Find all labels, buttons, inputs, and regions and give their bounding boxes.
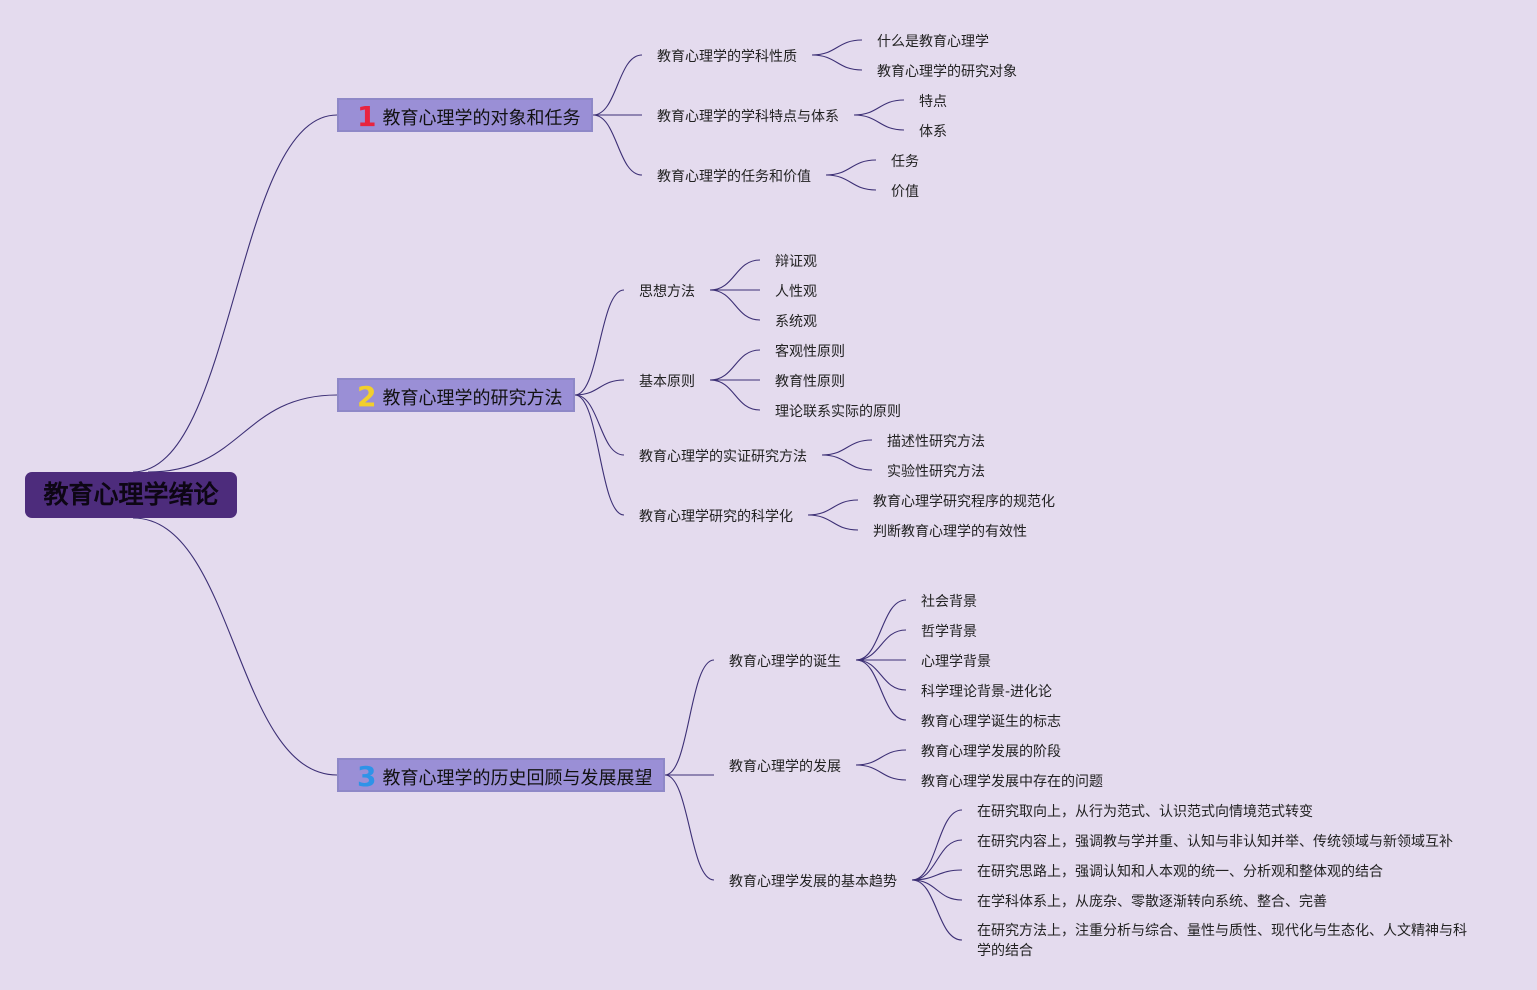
connector-line xyxy=(911,809,963,881)
subtopic[interactable]: 教育心理学的诞生 xyxy=(729,654,841,670)
leaf-topic[interactable]: 客观性原则 xyxy=(775,344,845,360)
branch-3-number: 3 xyxy=(357,760,377,793)
leaf-topic[interactable]: 理论联系实际的原则 xyxy=(775,404,901,420)
connector-line xyxy=(709,259,761,291)
connector-line xyxy=(811,54,863,71)
connector-line xyxy=(855,659,907,721)
connector-line xyxy=(709,289,761,321)
branch-1-title: 教育心理学的对象和任务 xyxy=(382,108,581,129)
subtopic[interactable]: 教育心理学研究的科学化 xyxy=(639,509,793,525)
subtopic[interactable]: 教育心理学的学科特点与体系 xyxy=(657,109,839,125)
leaf-topic[interactable]: 人性观 xyxy=(775,284,817,300)
connector-line xyxy=(911,839,963,881)
leaf-topic[interactable]: 社会背景 xyxy=(921,594,977,610)
connector-line xyxy=(855,659,907,691)
subtopic[interactable]: 基本原则 xyxy=(639,374,695,390)
connector-line xyxy=(132,517,338,776)
branch-2-title: 教育心理学的研究方法 xyxy=(382,388,563,409)
subtopic[interactable]: 思想方法 xyxy=(639,284,695,300)
connector-line xyxy=(821,454,873,471)
connector-line xyxy=(855,599,907,661)
connector-line xyxy=(807,514,859,531)
connector-line xyxy=(709,349,761,381)
leaf-topic[interactable]: 系统观 xyxy=(775,314,817,330)
branch-2-number: 2 xyxy=(357,380,377,413)
connector-line xyxy=(574,394,625,456)
connector-line xyxy=(574,394,625,516)
connector-line xyxy=(855,749,907,766)
leaf-topic[interactable]: 教育心理学发展的阶段 xyxy=(921,744,1061,760)
connector-line xyxy=(911,879,963,941)
connector-line xyxy=(825,159,877,176)
connector-line xyxy=(574,289,625,396)
leaf-topic[interactable]: 辩证观 xyxy=(775,254,817,270)
connector-line xyxy=(709,379,761,411)
leaf-topic[interactable]: 在学科体系上，从庞杂、零散逐渐转向系统、整合、完善 xyxy=(977,894,1327,910)
leaf-topic[interactable]: 判断教育心理学的有效性 xyxy=(873,524,1027,540)
subtopic[interactable]: 教育心理学的实证研究方法 xyxy=(639,449,807,465)
leaf-topic[interactable]: 价值 xyxy=(891,184,919,200)
connector-line xyxy=(147,394,338,473)
connector-line xyxy=(664,659,715,776)
subtopic[interactable]: 教育心理学发展的基本趋势 xyxy=(729,874,897,890)
connector-line xyxy=(811,39,863,56)
leaf-topic[interactable]: 教育性原则 xyxy=(775,374,845,390)
leaf-topic[interactable]: 在研究方法上，注重分析与综合、量性与质性、现代化与生态化、人文精神与科学的结合 xyxy=(977,923,1467,959)
leaf-topic[interactable]: 任务 xyxy=(891,154,919,170)
connector-line xyxy=(664,774,715,881)
leaf-topic[interactable]: 科学理论背景-进化论 xyxy=(921,684,1053,700)
leaf-topic[interactable]: 什么是教育心理学 xyxy=(877,34,989,50)
leaf-topic[interactable]: 在研究思路上，强调认知和人本观的统一、分析观和整体观的结合 xyxy=(977,864,1383,880)
subtopic[interactable]: 教育心理学的任务和价值 xyxy=(657,169,811,185)
branch-1-number: 1 xyxy=(357,100,377,133)
root-node[interactable]: 教育心理学绪论 xyxy=(25,472,237,518)
leaf-topic[interactable]: 教育心理学发展中存在的问题 xyxy=(921,774,1103,790)
branch-3-title: 教育心理学的历史回顾与发展展望 xyxy=(382,768,653,789)
leaf-topic[interactable]: 在研究内容上，强调教与学并重、认知与非认知并举、传统领域与新领域互补 xyxy=(977,834,1453,850)
connector-line xyxy=(911,879,963,901)
leaf-topic[interactable]: 实验性研究方法 xyxy=(887,464,985,480)
connector-line xyxy=(853,114,905,131)
leaf-topic[interactable]: 描述性研究方法 xyxy=(887,434,985,450)
connector-line xyxy=(592,114,643,176)
connector-line xyxy=(807,499,859,516)
connector-line xyxy=(855,764,907,781)
leaf-topic[interactable]: 教育心理学的研究对象 xyxy=(877,64,1017,80)
leaf-topic[interactable]: 教育心理学诞生的标志 xyxy=(921,714,1061,730)
leaf-topic[interactable]: 特点 xyxy=(919,94,947,110)
connector-line xyxy=(825,174,877,191)
connector-line xyxy=(911,869,963,881)
connector-line xyxy=(853,99,905,116)
connector-line xyxy=(574,379,625,396)
leaf-topic[interactable]: 哲学背景 xyxy=(921,624,977,640)
leaf-topic[interactable]: 体系 xyxy=(919,124,947,140)
connector-line xyxy=(132,114,338,473)
leaf-topic[interactable]: 心理学背景 xyxy=(921,654,991,670)
subtopic[interactable]: 教育心理学的学科性质 xyxy=(657,49,797,65)
subtopic[interactable]: 教育心理学的发展 xyxy=(729,759,841,775)
leaf-topic[interactable]: 教育心理学研究程序的规范化 xyxy=(873,494,1055,510)
connector-line xyxy=(855,629,907,661)
leaf-topic[interactable]: 在研究取向上，从行为范式、认识范式向情境范式转变 xyxy=(977,804,1313,820)
connector-line xyxy=(821,439,873,456)
connector-line xyxy=(592,54,643,116)
